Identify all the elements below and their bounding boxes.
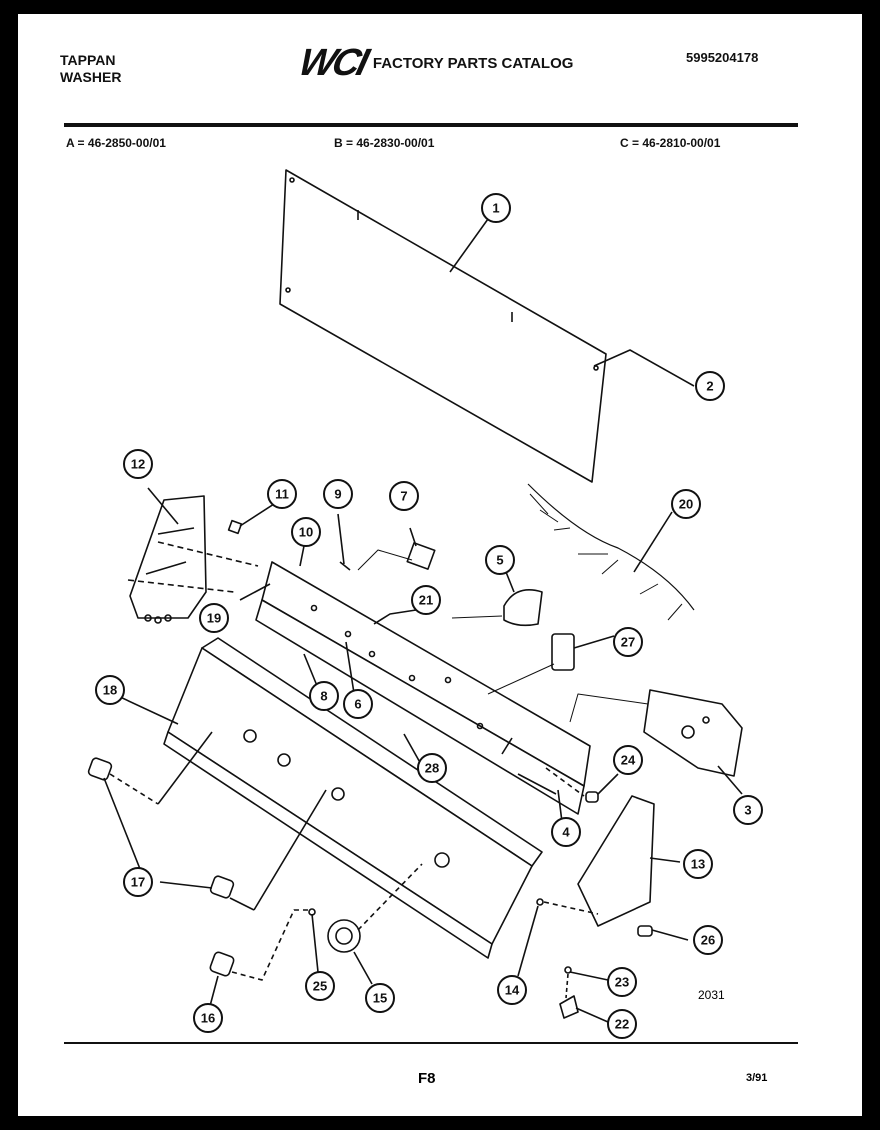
svg-text:15: 15 xyxy=(373,991,387,1006)
callout-13: 13 xyxy=(683,849,713,879)
callout-23: 23 xyxy=(607,967,637,997)
callout-3: 3 xyxy=(733,795,763,825)
figure-code: 2031 xyxy=(698,988,725,1002)
svg-text:27: 27 xyxy=(621,635,635,650)
callout-9: 9 xyxy=(323,479,353,509)
end-cap-part xyxy=(577,795,655,927)
catalog-title: FACTORY PARTS CATALOG xyxy=(372,54,574,72)
svg-text:7: 7 xyxy=(400,489,407,504)
callout-20: 20 xyxy=(671,489,701,519)
svg-text:10: 10 xyxy=(299,525,313,540)
callout-5: 5 xyxy=(485,545,515,575)
callout-16: 16 xyxy=(193,1003,223,1033)
callout-4: 4 xyxy=(551,817,581,847)
callout-1: 1 xyxy=(481,193,511,223)
model-b: B = 46-2830-00/01 xyxy=(334,136,435,150)
callout-2: 2 xyxy=(695,371,725,401)
svg-text:22: 22 xyxy=(615,1017,629,1032)
callout-11: 11 xyxy=(267,479,297,509)
svg-text:14: 14 xyxy=(505,983,520,998)
control-panel-part xyxy=(255,561,591,815)
callout-25: 25 xyxy=(305,971,335,1001)
svg-text:23: 23 xyxy=(615,975,629,990)
model-c: C = 46-2810-00/01 xyxy=(620,136,721,150)
svg-text:9: 9 xyxy=(334,487,341,502)
callout-17a: 17 xyxy=(123,867,153,897)
svg-text:11: 11 xyxy=(275,487,289,502)
svg-text:1: 1 xyxy=(492,201,499,216)
callout-24: 24 xyxy=(613,745,643,775)
callout-6: 6 xyxy=(343,689,373,719)
timer-part xyxy=(643,689,743,777)
control-bracket-part xyxy=(129,495,207,624)
svg-text:2: 2 xyxy=(706,379,713,394)
svg-text:26: 26 xyxy=(701,933,715,948)
model-a: A = 46-2850-00/01 xyxy=(66,136,166,150)
page-number: F8 xyxy=(418,1070,436,1087)
callout-8: 8 xyxy=(309,681,339,711)
brand-line-2: WASHER xyxy=(60,69,122,85)
svg-text:13: 13 xyxy=(691,857,705,872)
svg-text:3: 3 xyxy=(744,803,751,818)
catalog-header: WCI FACTORY PARTS CATALOG xyxy=(295,42,574,84)
console-front-part xyxy=(163,637,543,959)
callout-26: 26 xyxy=(693,925,723,955)
svg-text:25: 25 xyxy=(313,979,327,994)
svg-text:24: 24 xyxy=(621,753,636,768)
callout-22: 22 xyxy=(607,1009,637,1039)
callout-28: 28 xyxy=(417,753,447,783)
callout-21: 21 xyxy=(411,585,441,615)
brand-line-1: TAPPAN xyxy=(60,52,116,68)
svg-text:17: 17 xyxy=(131,875,145,890)
callout-14: 14 xyxy=(497,975,527,1005)
callout-15: 15 xyxy=(365,983,395,1013)
svg-text:4: 4 xyxy=(562,825,570,840)
parts-catalog-page: TAPPAN WASHER WCI FACTORY PARTS CATALOG … xyxy=(18,14,862,1116)
callout-10: 10 xyxy=(291,517,321,547)
callout-27: 27 xyxy=(613,627,643,657)
callout-7: 7 xyxy=(389,481,419,511)
svg-text:28: 28 xyxy=(425,761,439,776)
svg-text:21: 21 xyxy=(419,593,433,608)
callout-18: 18 xyxy=(95,675,125,705)
svg-text:16: 16 xyxy=(201,1011,215,1026)
header-rule xyxy=(64,123,798,127)
callout-19: 19 xyxy=(199,603,229,633)
svg-text:19: 19 xyxy=(207,611,221,626)
rear-panel-part xyxy=(279,169,607,483)
svg-text:20: 20 xyxy=(679,497,693,512)
svg-text:18: 18 xyxy=(103,683,117,698)
footer-rule xyxy=(64,1042,798,1044)
exploded-parts-diagram: 1 2 3 4 5 6 7 8 9 10 11 12 13 14 15 16 1… xyxy=(87,169,763,1039)
svg-text:5: 5 xyxy=(496,553,503,568)
document-number: 5995204178 xyxy=(686,50,759,65)
svg-text:8: 8 xyxy=(320,689,327,704)
svg-text:12: 12 xyxy=(131,457,145,472)
callout-12: 12 xyxy=(123,449,153,479)
brand-block: TAPPAN WASHER xyxy=(60,52,121,86)
svg-text:6: 6 xyxy=(354,697,361,712)
revision-date: 3/91 xyxy=(746,1072,768,1084)
